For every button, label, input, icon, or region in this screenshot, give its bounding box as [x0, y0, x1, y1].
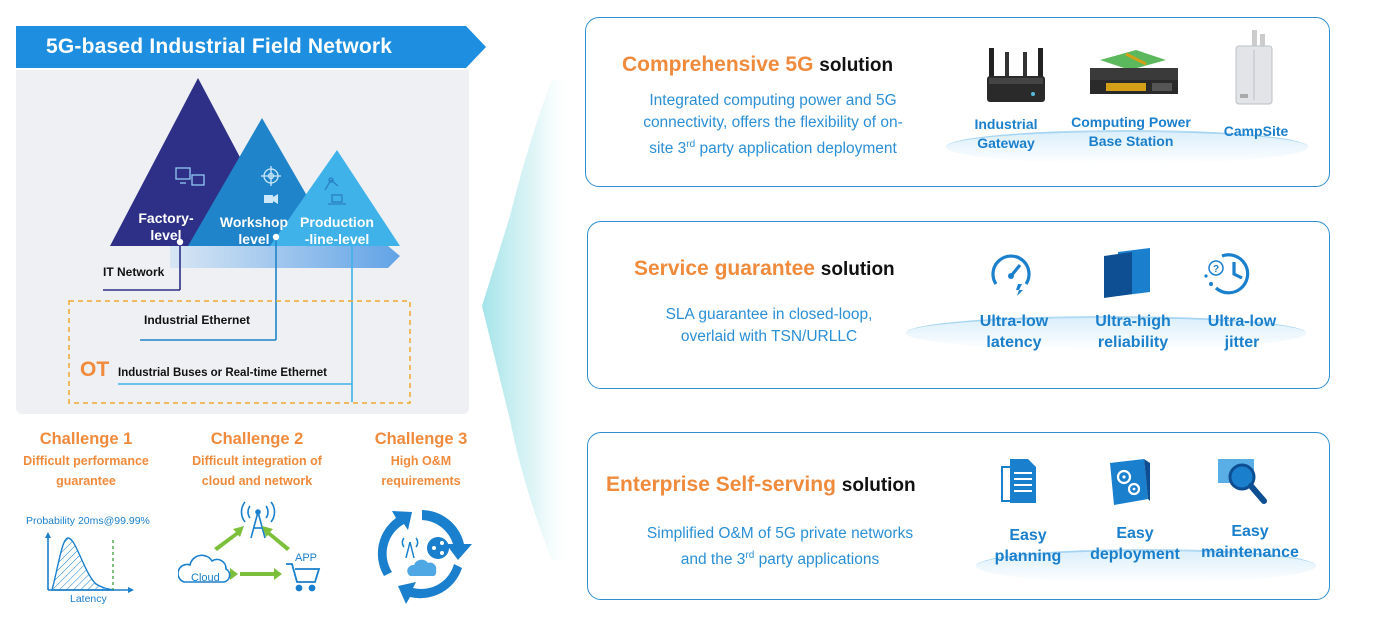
- cabinet-icon: [1235, 30, 1273, 105]
- cloud-icon: [407, 559, 437, 576]
- industrial-buses-label: Industrial Buses or Real-time Ethernet: [118, 367, 327, 379]
- industrial-ethernet-label: Industrial Ethernet: [144, 313, 251, 327]
- ot-label: OT: [80, 358, 110, 381]
- antenna-icon: [240, 501, 276, 539]
- card-title: Enterprise Self-serving solution: [606, 473, 916, 496]
- item-ultra-high-reliability: Ultra-high reliability: [1095, 313, 1171, 351]
- cart-icon: [286, 563, 321, 592]
- cloud-icon: [178, 554, 231, 583]
- router-icon: [987, 48, 1045, 102]
- network-levels-diagram: [68, 78, 411, 404]
- cloud-network-graphic: [178, 501, 321, 592]
- app-label: APP: [295, 552, 318, 564]
- workshop-level-label: Workshop level: [219, 214, 289, 247]
- item-industrial-gateway: Industrial Gateway: [974, 116, 1038, 151]
- factory-level-label: Factory- level: [138, 210, 194, 243]
- svg-text:?: ?: [1213, 264, 1219, 275]
- item-campsite: CampSite: [1223, 123, 1289, 139]
- robot-arm-icon: [324, 177, 346, 205]
- card-enterprise-self-serving: Enterprise Self-serving solution Simplif…: [587, 432, 1330, 600]
- card-title: Comprehensive 5G solution: [622, 53, 894, 76]
- production-triangle: [270, 150, 400, 246]
- connector-arrow: [482, 80, 572, 560]
- latency-label: Latency: [70, 593, 107, 605]
- it-network-label: IT Network: [103, 265, 165, 279]
- server-icon: [1090, 50, 1178, 94]
- documents-icon: [1001, 459, 1036, 503]
- card-service-guarantee: Service guarantee solution SLA guarantee…: [587, 221, 1330, 389]
- card-comprehensive-5g: Comprehensive 5G solution Integrated com…: [585, 17, 1330, 187]
- challenge-2: Challenge 2 Difficult integration of clo…: [192, 430, 322, 488]
- item-easy-deployment: Easy deployment: [1090, 525, 1180, 563]
- banner-title: 5G-based Industrial Field Network: [46, 35, 393, 58]
- item-easy-planning: Easy planning: [994, 527, 1062, 565]
- clock-icon: ?: [1204, 253, 1250, 295]
- share-icon: [427, 537, 449, 559]
- cloud-label: Cloud: [191, 572, 220, 584]
- item-easy-maintenance: Easy maintenance: [1201, 523, 1299, 561]
- card-title: Service guarantee solution: [634, 257, 895, 280]
- antenna-icon: [401, 537, 419, 559]
- latency-distribution-graph: [45, 532, 134, 593]
- monitor-icon: [175, 167, 205, 186]
- item-ultra-low-latency: Ultra-low latency: [979, 313, 1049, 351]
- gears-box-icon: [1110, 459, 1150, 505]
- network-node-icon: [261, 166, 281, 186]
- probability-label: Probability 20ms@99.99%: [26, 515, 150, 527]
- card-description: Simplified O&M of 5G private networks an…: [646, 525, 914, 569]
- recycle-om-icon: [377, 510, 472, 604]
- banner: [16, 26, 486, 68]
- level-arrow: [170, 246, 400, 268]
- challenge-3: Challenge 3 High O&M requirements: [374, 430, 468, 488]
- speedometer-icon: [991, 254, 1031, 296]
- card-description: SLA guarantee in closed-loop, overlaid w…: [665, 306, 873, 345]
- camera-icon: [264, 194, 278, 204]
- layers-icon: [1104, 248, 1150, 298]
- item-computing-power-base-station: Computing Power Base Station: [1071, 114, 1191, 149]
- item-ultra-low-jitter: Ultra-low jitter: [1207, 313, 1277, 351]
- production-level-label: Production -line-level: [300, 214, 374, 247]
- challenge-1: Challenge 1 Difficult performance guaran…: [23, 430, 149, 488]
- card-description: Integrated computing power and 5G connec…: [643, 92, 903, 158]
- magnifier-icon: [1218, 459, 1267, 504]
